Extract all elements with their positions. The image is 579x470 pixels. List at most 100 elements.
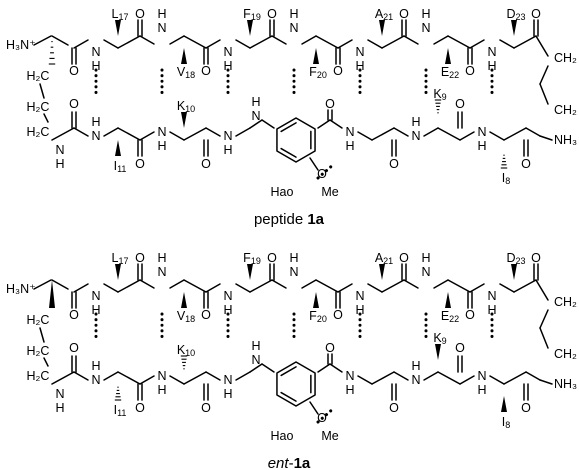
hao-ring [276, 361, 316, 407]
backbone-bond [51, 371, 75, 385]
backbone-bond [73, 371, 89, 381]
backbone-bond [329, 119, 343, 129]
amide-h-label: H [223, 387, 232, 401]
bond [261, 119, 275, 129]
carbonyl-o-label: O [389, 157, 399, 171]
carbonyl-o-label: O [267, 7, 277, 21]
backbone-bond [249, 35, 273, 49]
bond [43, 113, 49, 123]
bond [539, 327, 549, 349]
amide-h-label: H [251, 95, 260, 109]
backbone-bond [469, 283, 485, 293]
backbone-bond [235, 127, 251, 137]
backbone-bond [459, 131, 475, 141]
residue-label-V18: V18 [177, 309, 195, 324]
carbonyl-o-label: O [531, 7, 541, 21]
amide-n-label: N [91, 129, 100, 143]
ch2-label: H₂C [27, 69, 50, 83]
carbonyl-o-label: O [201, 157, 211, 171]
c-terminus-label: NH₃ [554, 133, 577, 147]
amide-h-label: H [477, 139, 486, 153]
backbone-bond [513, 279, 537, 293]
amide-h-label: H [421, 251, 430, 265]
amide-h-label: H [411, 359, 420, 373]
amide-n-label: N [91, 373, 100, 387]
amide-n-label: N [487, 45, 496, 59]
backbone-bond [489, 375, 505, 385]
carbonyl-o-label: O [201, 64, 211, 78]
backbone-bond [205, 283, 221, 293]
hydrogen-bond [316, 406, 336, 424]
amide-h-label: H [421, 7, 430, 21]
carbonyl-o-label: O [69, 308, 79, 322]
amide-h-label: H [477, 383, 486, 397]
amide-h-label: H [91, 115, 100, 129]
backbone-bond [169, 131, 185, 141]
wedge-bond [247, 20, 253, 36]
backbone-bond [103, 39, 119, 49]
residue-label-F20: F20 [309, 65, 327, 80]
backbone-bond [51, 279, 69, 290]
ch2-right-label: CH₂ [554, 347, 577, 361]
wedge-bond [115, 140, 121, 156]
bond [39, 83, 45, 99]
bond [539, 309, 549, 329]
wedge-bond [115, 264, 121, 280]
backbone-bond [503, 371, 527, 385]
bond [539, 379, 553, 385]
hao-ring [276, 117, 316, 163]
amide-h-label: H [91, 303, 100, 317]
backbone-bond [403, 279, 419, 289]
bond [539, 83, 549, 105]
carbonyl-o-label: O [521, 401, 531, 415]
residue-label-K10: K10 [177, 343, 195, 358]
carbonyl-o-label: O [389, 401, 399, 415]
residue-label-K9: K9 [433, 331, 446, 346]
backbone-bond [499, 39, 515, 49]
ch2-label: H₂C [27, 344, 50, 358]
amide-n-label: N [91, 289, 100, 303]
backbone-bond [73, 39, 89, 49]
amide-n-label: N [477, 369, 486, 383]
amide-h-label: H [251, 339, 260, 353]
backbone-bond [183, 371, 207, 385]
carbonyl-o-label: O [399, 251, 409, 265]
backbone-bond [337, 39, 353, 49]
backbone-bond [169, 279, 185, 289]
bond [43, 357, 49, 367]
panel-ent-1a: H₃N⁺NHNHNHNHNHNHNHOOOOOOOOL17V18F19F20A2… [6, 251, 577, 470]
carbonyl-o-label: O [201, 401, 211, 415]
n-terminus-label: H₃N⁺ [6, 38, 36, 52]
amide-h-label: H [289, 7, 298, 21]
amide-h-label: H [223, 59, 232, 73]
carbonyl-o-label: O [325, 97, 335, 111]
amide-h-label: H [55, 157, 64, 171]
wedge-bond [49, 280, 55, 308]
residue-label-A21: A21 [375, 7, 393, 22]
backbone-bond [381, 279, 405, 293]
carbonyl-o-label: O [201, 308, 211, 322]
wedge-bond [435, 344, 441, 360]
amide-h-label: H [223, 303, 232, 317]
backbone-bond [301, 279, 317, 289]
amide-n-label: N [355, 45, 364, 59]
amide-n-label: N [289, 265, 298, 279]
panel-caption: ent-1a [268, 455, 311, 470]
wedge-bond [115, 20, 121, 36]
carbonyl-o-label: O [69, 341, 79, 355]
carbonyl-o-label: O [333, 64, 343, 78]
residue-label-I11: I11 [114, 159, 127, 174]
backbone-bond [503, 127, 527, 141]
carbonyl-o-label: O [531, 251, 541, 265]
residue-label-F20: F20 [309, 309, 327, 324]
amide-n-label: N [223, 373, 232, 387]
amide-n-label: N [223, 129, 232, 143]
backbone-bond [183, 35, 207, 49]
backbone-bond [315, 35, 339, 49]
hydrogen-bond [316, 162, 336, 180]
hao-label: Hao [271, 185, 294, 199]
backbone-bond [205, 371, 221, 381]
backbone-bond [51, 127, 75, 141]
wedge-bond [181, 112, 187, 128]
